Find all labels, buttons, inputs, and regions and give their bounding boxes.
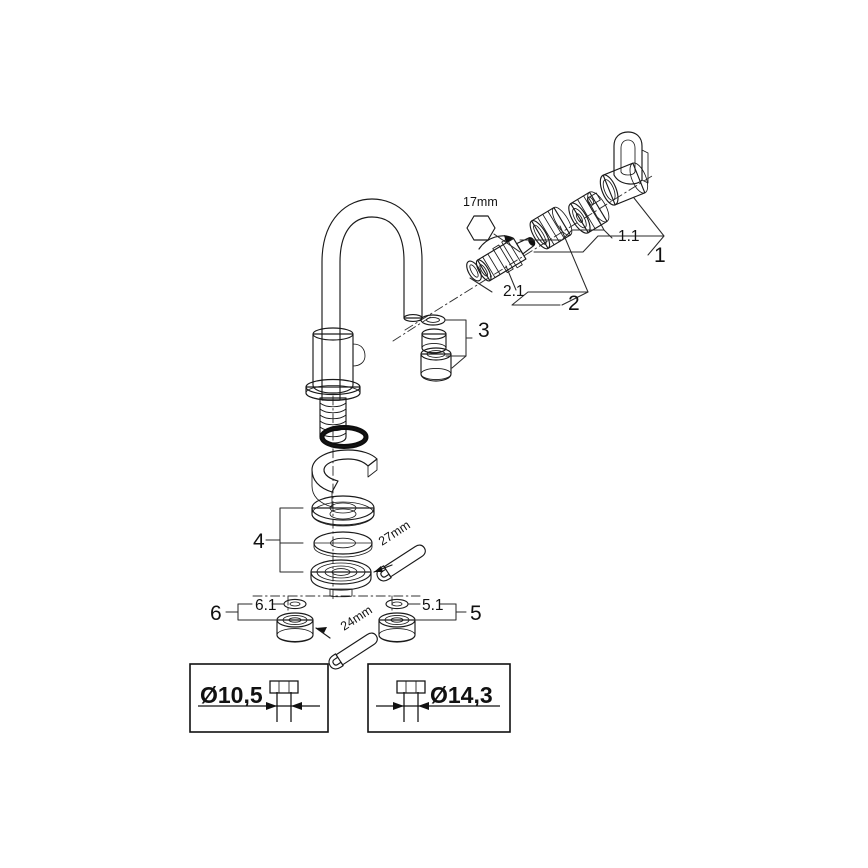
tool-label-17mm: 17mm — [463, 195, 498, 209]
handle-blade — [613, 131, 649, 185]
callout-4: 4 — [253, 530, 265, 553]
callout-6-1: 6.1 — [255, 597, 277, 614]
callout-1: 1 — [654, 244, 666, 267]
cap-nut — [568, 191, 610, 234]
sealing-washer-left — [283, 598, 307, 610]
aerator-housing — [420, 347, 452, 382]
lower-washer — [313, 531, 373, 558]
axis-aerator — [392, 315, 433, 342]
spout-tube — [321, 198, 423, 401]
lever-handle — [599, 131, 649, 206]
callout-2-1: 2.1 — [503, 283, 525, 300]
callout-1-1: 1.1 — [618, 228, 640, 245]
hex-key-symbol — [466, 215, 496, 241]
grub-screw — [586, 192, 601, 206]
aerator-o-ring — [420, 314, 446, 326]
spout-base-cylinder — [312, 333, 354, 394]
spout-base-top — [312, 327, 354, 341]
tool-label-27mm: 27mm — [376, 518, 413, 549]
tool-label-24mm: 24mm — [338, 603, 375, 634]
spout-side-lug — [352, 343, 366, 367]
gooseneck-spout — [305, 198, 423, 444]
aerator-assembly — [420, 314, 452, 382]
upper-washer — [311, 495, 375, 527]
escutcheon-ring — [311, 449, 378, 508]
leader-lines — [225, 197, 665, 621]
axis-diagonal-cartridge — [404, 175, 653, 331]
connection-nut-left — [276, 612, 314, 643]
wrench-24-leader — [315, 627, 331, 639]
detail-box-14-3: Ø14,3 — [367, 663, 511, 733]
ceramic-cartridge-assembly — [466, 235, 536, 282]
wrench-27mm-icon — [373, 544, 426, 582]
handle-hub — [599, 162, 649, 206]
callout-2: 2 — [568, 292, 580, 315]
callout-5-1: 5.1 — [422, 597, 444, 614]
callout-3: 3 — [478, 319, 490, 342]
sealing-washer-right — [385, 598, 409, 610]
base-o-ring — [319, 425, 369, 449]
threaded-ring — [529, 206, 573, 250]
wrench-24mm-icon — [315, 627, 378, 670]
callout-6: 6 — [210, 602, 222, 625]
detail-label-2: Ø14,3 — [430, 682, 493, 708]
detail-label-1: Ø10,5 — [200, 682, 263, 708]
connection-nut-right — [378, 612, 416, 643]
ceramic-cartridge — [475, 237, 536, 282]
callout-5: 5 — [470, 602, 482, 625]
spout-flange-bottom — [305, 385, 361, 401]
cartridge-o-ring — [466, 260, 482, 282]
detail-box-10-5: Ø10,5 — [189, 663, 329, 733]
rotation-arrow — [478, 235, 514, 250]
axis-lines — [252, 175, 653, 613]
fixing-nut — [310, 559, 372, 598]
